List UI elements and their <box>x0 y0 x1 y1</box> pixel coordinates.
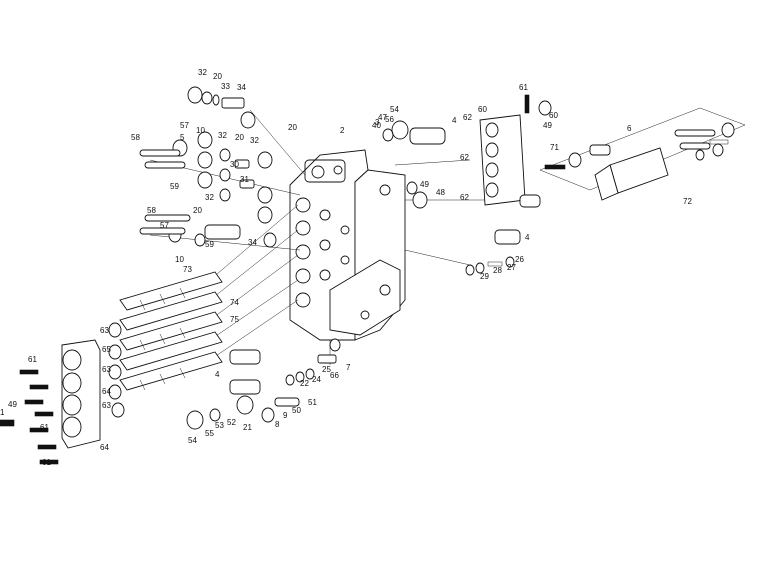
label-32c: 32 <box>250 136 259 145</box>
end-caps-left <box>0 339 101 465</box>
callout-labels: 2 4 4 4 6 71 72 7 8 9 10 10 20 20 20 20 … <box>0 68 692 467</box>
label-6-2: 72 <box>683 197 692 206</box>
solenoid-assembly <box>539 107 746 201</box>
label-27: 27 <box>507 263 516 272</box>
label-32a: 32 <box>198 68 207 77</box>
label-10: 10 <box>196 126 205 135</box>
label-4-right: 4 <box>525 233 530 242</box>
label-1: 1 <box>0 408 5 417</box>
label-63c: 63 <box>102 401 111 410</box>
label-62a: 62 <box>463 113 472 122</box>
label-64b: 64 <box>100 443 109 452</box>
label-57b: 57 <box>160 221 169 230</box>
label-56: 56 <box>385 115 394 124</box>
main-valve-block <box>289 149 406 341</box>
tie-rods <box>139 149 191 235</box>
label-26: 26 <box>515 255 524 264</box>
label-10b: 10 <box>175 255 184 264</box>
label-5: 5 <box>180 133 185 142</box>
label-60a: 60 <box>478 105 487 114</box>
label-52: 52 <box>227 418 236 427</box>
label-6-1: 71 <box>550 143 559 152</box>
label-54b: 54 <box>188 436 197 445</box>
label-32d: 32 <box>205 193 214 202</box>
label-49b: 49 <box>543 121 552 130</box>
label-30: 30 <box>230 160 239 169</box>
label-25: 25 <box>322 365 331 374</box>
label-62b: 62 <box>460 153 469 162</box>
label-7: 7 <box>346 363 351 372</box>
label-65: 65 <box>102 345 111 354</box>
label-60b: 60 <box>549 111 558 120</box>
label-4-top: 4 <box>452 116 457 125</box>
label-61a: 61 <box>519 83 528 92</box>
label-32b: 32 <box>218 131 227 140</box>
label-20: 20 <box>213 72 222 81</box>
label-20b: 20 <box>288 123 297 132</box>
label-6: 6 <box>627 124 632 133</box>
lower-middle-parts <box>186 338 341 430</box>
label-49a: 49 <box>420 180 429 189</box>
label-20c: 20 <box>235 133 244 142</box>
label-49c: 49 <box>8 400 17 409</box>
label-31: 31 <box>240 175 249 184</box>
label-33: 33 <box>221 82 230 91</box>
label-61c: 61 <box>40 423 49 432</box>
label-63b: 63 <box>102 365 111 374</box>
label-2: 2 <box>340 126 345 135</box>
label-9: 9 <box>283 411 288 420</box>
label-62c: 62 <box>460 193 469 202</box>
label-20d: 20 <box>193 206 202 215</box>
label-59a: 59 <box>170 182 179 191</box>
label-34b: 34 <box>248 238 257 247</box>
label-29: 29 <box>480 272 489 281</box>
label-61d: 61 <box>42 458 51 467</box>
label-51: 51 <box>308 398 317 407</box>
label-50: 50 <box>292 406 301 415</box>
label-3: 3 <box>375 118 380 127</box>
label-59b: 59 <box>205 240 214 249</box>
label-64a: 64 <box>102 387 111 396</box>
label-34: 34 <box>237 83 246 92</box>
spool-stack <box>108 271 223 418</box>
label-71: 73 <box>183 265 192 274</box>
label-47: 47 <box>378 113 387 122</box>
label-48: 48 <box>436 188 445 197</box>
label-73: 75 <box>230 315 239 324</box>
label-24: 24 <box>312 375 321 384</box>
label-8: 8 <box>275 420 280 429</box>
label-58b: 58 <box>147 206 156 215</box>
label-57a: 57 <box>180 121 189 130</box>
label-21: 21 <box>243 423 252 432</box>
label-61b: 61 <box>28 355 37 364</box>
label-4-lower: 4 <box>215 370 220 379</box>
label-63a: 63 <box>100 326 109 335</box>
label-22: 22 <box>300 379 309 388</box>
label-72: 74 <box>230 298 239 307</box>
label-54a: 54 <box>390 105 399 114</box>
right-side-parts <box>382 94 552 276</box>
label-53: 53 <box>215 421 224 430</box>
label-66: 66 <box>330 371 339 380</box>
label-28: 28 <box>493 266 502 275</box>
label-55: 55 <box>205 429 214 438</box>
label-40: 40 <box>372 121 381 130</box>
label-58a: 58 <box>131 133 140 142</box>
top-plug-cluster <box>168 86 277 248</box>
